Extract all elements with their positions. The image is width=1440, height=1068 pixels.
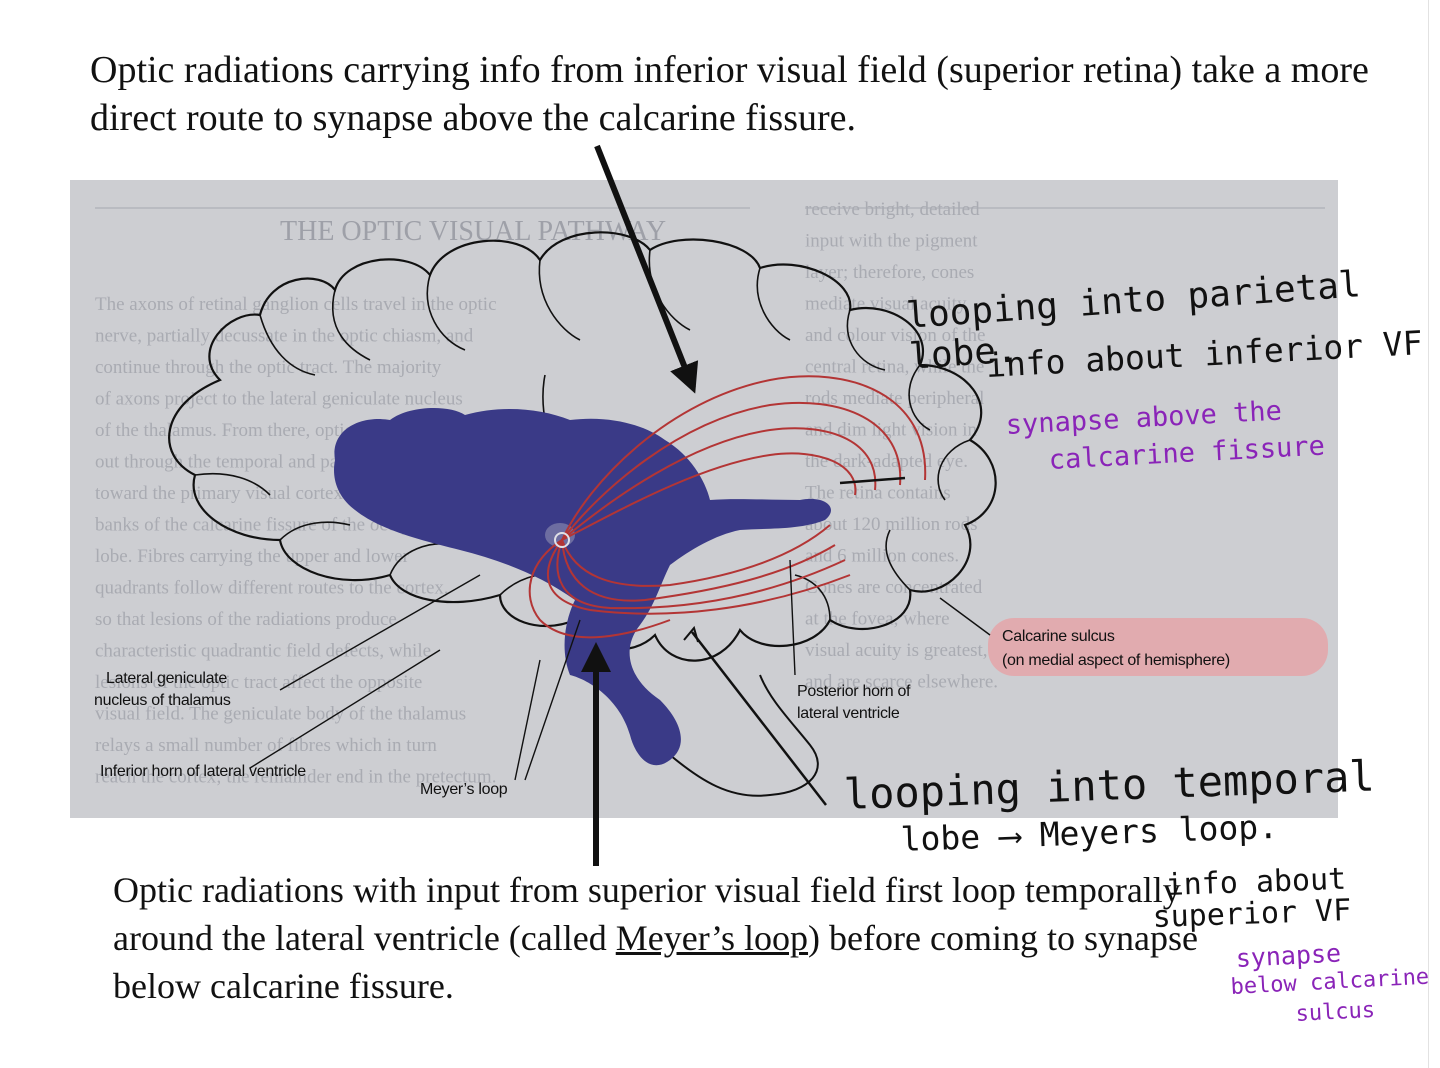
- bottom-caption-part-1: Optic radiations with input from superio…: [113, 870, 1181, 958]
- handwritten-temporal-synapse-1: synapse: [1235, 938, 1342, 973]
- background-right-line: and dim light vision in: [805, 420, 978, 441]
- background-right-line: receive bright, detailed: [805, 199, 980, 220]
- lgn-label-2: nucleus of thalamus: [94, 692, 231, 709]
- background-right-line: about 120 million rods: [805, 514, 978, 535]
- background-right-line: The retina contains: [805, 483, 951, 504]
- background-right-line: central retina, while the: [805, 357, 984, 378]
- background-right-line: rods mediate peripheral: [805, 388, 984, 409]
- calcarine-label: Calcarine sulcus: [1002, 628, 1115, 645]
- background-left-line: characteristic quadrantic field defects,…: [95, 641, 431, 662]
- background-left-line: reach the cortex; the remainder end in t…: [95, 767, 496, 788]
- background-left-line: relays a small number of fibres which in…: [95, 735, 437, 756]
- figure-panel: THE OPTIC VISUAL PATHWAY The axons of re…: [70, 180, 1338, 818]
- background-left-line: of axons project to the lateral genicula…: [95, 389, 463, 410]
- figure-svg: THE OPTIC VISUAL PATHWAY The axons of re…: [95, 199, 1328, 797]
- bottom-caption-part-2: ) before coming to synapse below calcari…: [113, 918, 1198, 1006]
- posterior-horn-label-2: lateral ventricle: [797, 705, 900, 722]
- brain-outline: [168, 231, 997, 662]
- background-left-line: The axons of retinal ganglion cells trav…: [95, 294, 497, 315]
- background-left-line: nerve, partially decussate in the optic …: [95, 326, 474, 347]
- background-right-line: mediate visual acuity: [805, 294, 967, 315]
- bottom-caption-meyers-loop: Meyer’s loop: [615, 918, 809, 958]
- background-right-line: and are scarce elsewhere.: [805, 672, 998, 693]
- calcarine-highlight: [988, 618, 1328, 676]
- background-left-line: lesions of the optic tract affect the op…: [95, 672, 422, 693]
- background-left-line: lobe. Fibres carrying the upper and lowe…: [95, 546, 410, 567]
- background-right-line: input with the pigment: [805, 231, 978, 252]
- background-left-line: continue through the optic tract. The ma…: [95, 357, 442, 378]
- background-right-column: receive bright, detailed input with the p…: [805, 199, 998, 693]
- background-right-line: the dark-adapted eye.: [805, 451, 968, 472]
- page-edge-rule: [1428, 0, 1429, 1068]
- meyers-loop-label: Meyer’s loop: [420, 781, 508, 798]
- background-right-line: layer; therefore, cones: [805, 262, 974, 283]
- inferior-horn-label: Inferior horn of lateral ventricle: [100, 763, 306, 780]
- posterior-horn-label-1: Posterior horn of: [797, 683, 911, 700]
- background-left-line: toward the primary visual cortex along t…: [95, 483, 418, 504]
- background-left-line: so that lesions of the radiations produc…: [95, 609, 397, 630]
- bottom-caption: Optic radiations with input from superio…: [113, 866, 1233, 1010]
- calcarine-note: (on medial aspect of hemisphere): [1002, 652, 1230, 669]
- background-right-line: Cones are concentrated: [805, 577, 983, 598]
- background-right-line: visual acuity is greatest,: [805, 640, 988, 661]
- background-right-line: at the fovea, where: [805, 609, 950, 630]
- background-left-line: quadrants follow different routes to the…: [95, 578, 449, 599]
- top-caption: Optic radiations carrying info from infe…: [90, 49, 1369, 139]
- background-left-line: visual field. The geniculate body of the…: [95, 704, 466, 725]
- handwritten-temporal-synapse-3: sulcus: [1295, 997, 1376, 1027]
- lgn-marker: [554, 532, 570, 548]
- lgn-label-1: Lateral geniculate: [106, 670, 227, 687]
- background-left-line: banks of the calcarine fissure of the oc…: [95, 515, 435, 536]
